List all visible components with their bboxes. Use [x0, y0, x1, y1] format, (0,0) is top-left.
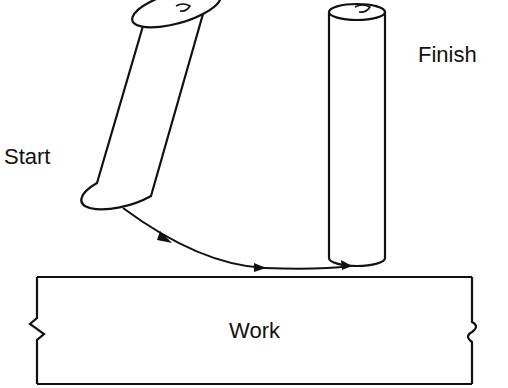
- tool-end: [132, 0, 221, 27]
- position-label: Start: [4, 144, 50, 170]
- arrow-head: [254, 263, 266, 272]
- work-piece: Work: [39, 279, 470, 382]
- work-outline: [30, 277, 476, 384]
- tool-end: [329, 4, 385, 20]
- work-edge: [37, 383, 472, 385]
- arrow-head: [157, 231, 172, 243]
- break-line: [468, 277, 476, 384]
- break-mark: [355, 5, 370, 12]
- motion-arc: [123, 208, 350, 269]
- work-edge: [37, 276, 472, 278]
- work-label: Work: [229, 318, 280, 344]
- tool-body: [81, 2, 203, 209]
- arrow-head: [341, 260, 352, 270]
- break-line: [30, 277, 44, 384]
- tool-body: [329, 12, 385, 266]
- position-label: Finish: [418, 42, 477, 68]
- break-mark: [176, 4, 190, 11]
